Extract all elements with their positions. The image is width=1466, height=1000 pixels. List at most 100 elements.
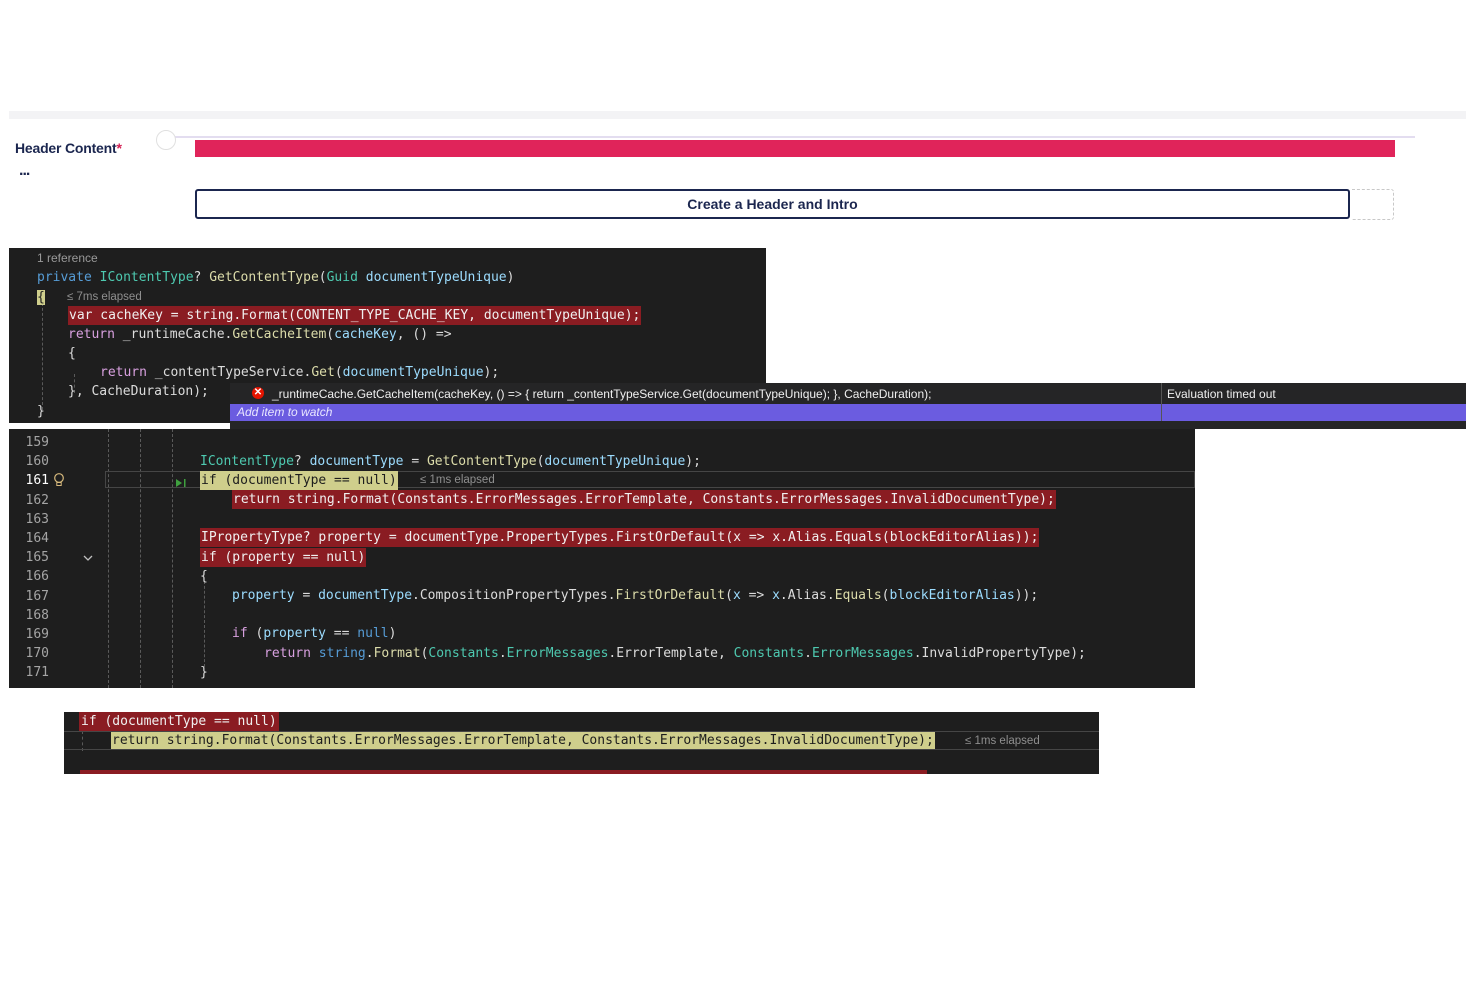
code-token: IContentType <box>99 270 194 285</box>
indent-guide <box>204 581 205 667</box>
code-token: = <box>294 588 319 603</box>
code-line-current: return string.Format(Constants.ErrorMess… <box>111 731 935 750</box>
line-number[interactable]: 165 <box>25 550 49 566</box>
indent-guide <box>82 731 83 751</box>
code-token: Guid <box>326 270 366 285</box>
code-line-167: property = documentType.CompositionPrope… <box>232 586 1038 605</box>
code-token: IContentType <box>200 454 294 469</box>
code-token: if <box>232 626 256 641</box>
code-token: documentTypeUnique <box>365 270 507 285</box>
code-token: = <box>403 454 427 469</box>
add-block-circle-button[interactable] <box>156 130 176 150</box>
indent-guide <box>108 429 109 688</box>
code-token: ( <box>536 454 545 469</box>
column-separator[interactable] <box>1161 383 1162 421</box>
code-token: ? <box>293 454 310 469</box>
brace-highlight: { <box>37 290 45 305</box>
code-token: , () => <box>396 327 452 342</box>
code-token: . <box>365 646 374 661</box>
line-number[interactable]: 168 <box>25 607 49 623</box>
code-line-open-brace: { <box>37 288 45 307</box>
code-line-169: if (property == null) <box>232 624 396 643</box>
code-panel-getcontenttype: 1 reference private IContentType? GetCon… <box>9 248 766 423</box>
code-token: documentTypeUnique <box>342 365 484 380</box>
code-token: Format <box>373 646 421 661</box>
code-token: private <box>37 270 100 285</box>
required-marker: * <box>116 140 122 156</box>
code-token: ( <box>334 365 343 380</box>
line-number[interactable]: 167 <box>25 588 49 604</box>
code-token: . <box>498 646 507 661</box>
code-token: => <box>740 588 773 603</box>
code-token: ErrorMessages <box>506 646 609 661</box>
top-strip <box>9 111 1466 119</box>
clipboard-slot[interactable] <box>1352 189 1394 220</box>
current-line-frame <box>105 471 1195 488</box>
code-token: _contentTypeService <box>154 365 304 380</box>
add-watch-placeholder: Add item to watch <box>237 405 333 419</box>
current-statement: if (documentType == null) <box>201 473 397 488</box>
code-token: property <box>263 626 326 641</box>
line-number[interactable]: 161 <box>25 473 49 489</box>
code-token: Get <box>311 365 335 380</box>
code-token: return <box>68 327 123 342</box>
code-token: .InvalidPropertyType); <box>913 646 1086 661</box>
code-token: null <box>357 626 389 641</box>
line-number[interactable]: 166 <box>25 569 49 585</box>
code-token: Constants <box>733 646 805 661</box>
code-token: .Alias. <box>779 588 835 603</box>
add-watch-item-input[interactable]: Add item to watch <box>230 404 1466 421</box>
code-token: ) <box>506 270 515 285</box>
collapse-chevron-icon[interactable] <box>82 551 94 563</box>
code-token: cacheKey <box>334 327 397 342</box>
code-token: GetCacheItem <box>232 327 327 342</box>
code-token: string <box>318 646 366 661</box>
code-line: } <box>37 402 45 421</box>
code-line-breakpoint: if (documentType == null) <box>79 712 279 731</box>
code-line: return _contentTypeService.Get(documentT… <box>100 363 499 382</box>
indent-guide <box>74 374 75 393</box>
code-lens-references[interactable]: 1 reference <box>37 251 98 265</box>
code-token: GetContentType <box>209 270 319 285</box>
code-token: ( <box>725 588 733 603</box>
current-statement: return string.Format(Constants.ErrorMess… <box>112 733 934 748</box>
code-line: private IContentType? GetContentType(Gui… <box>37 268 514 287</box>
code-token: return <box>100 365 155 380</box>
code-line: }, CacheDuration); <box>68 382 209 401</box>
lightbulb-icon[interactable] <box>53 473 65 487</box>
code-token: GetContentType <box>426 454 537 469</box>
code-token: } <box>37 404 45 419</box>
line-number[interactable]: 163 <box>25 511 49 527</box>
line-number[interactable]: 160 <box>25 454 49 470</box>
block-divider <box>160 136 1415 138</box>
line-number[interactable]: 162 <box>25 492 49 508</box>
run-to-click-icon[interactable] <box>175 475 187 487</box>
code-line: return _runtimeCache.GetCacheItem(cacheK… <box>68 325 452 344</box>
breakpoint-text: var cacheKey = string.Format(CONTENT_TYP… <box>69 308 641 323</box>
code-token: == <box>325 626 358 641</box>
line-number[interactable]: 170 <box>25 646 49 662</box>
code-line-165-breakpoint: if (property == null) <box>200 548 367 567</box>
create-header-button[interactable]: Create a Header and Intro <box>195 189 1350 219</box>
watch-expression[interactable]: _runtimeCache.GetCacheItem(cacheKey, () … <box>272 387 932 401</box>
breakpoint-text: if (property == null) <box>201 550 366 565</box>
line-number[interactable]: 159 <box>25 435 49 450</box>
code-token: ? <box>193 270 210 285</box>
more-actions-button[interactable]: ... <box>19 162 30 179</box>
breakpoint-text: return string.Format(Constants.ErrorMess… <box>233 492 1055 507</box>
watch-window: ✕ _runtimeCache.GetCacheItem(cacheKey, (… <box>230 383 1466 429</box>
code-token: return <box>264 646 319 661</box>
code-token: _runtimeCache <box>122 327 225 342</box>
code-token: Equals <box>834 588 882 603</box>
code-token: ( <box>881 588 890 603</box>
line-number[interactable]: 171 <box>25 665 49 681</box>
code-token: Constants <box>428 646 499 661</box>
code-token: .ErrorTemplate, <box>608 646 734 661</box>
line-number[interactable]: 164 <box>25 531 49 546</box>
elapsed-time: ≤ 7ms elapsed <box>67 291 142 303</box>
line-number[interactable]: 169 <box>25 627 49 642</box>
code-line-breakpoint: var cacheKey = string.Format(CONTENT_TYP… <box>68 306 642 325</box>
property-label: Header Content* <box>15 140 122 156</box>
watch-row[interactable]: ✕ _runtimeCache.GetCacheItem(cacheKey, (… <box>230 383 1466 404</box>
